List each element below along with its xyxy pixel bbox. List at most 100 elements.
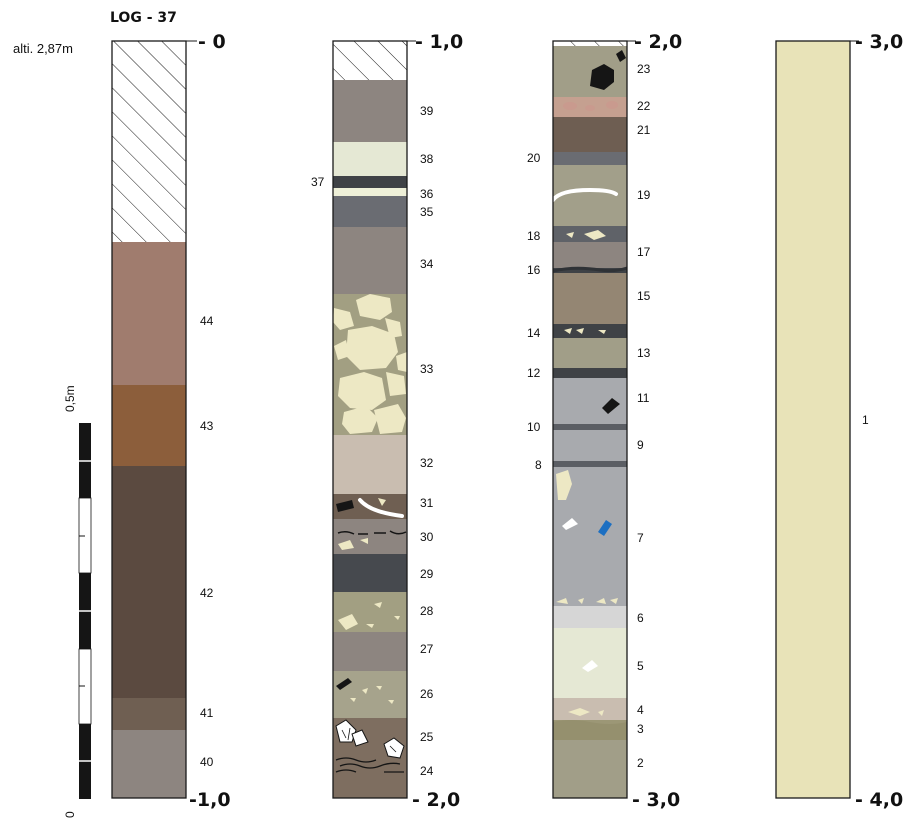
layer-label: 37 xyxy=(311,175,325,189)
clasts-layer-31 xyxy=(336,498,404,518)
clasts-layer-22 xyxy=(563,101,618,111)
layer-12 xyxy=(553,368,627,378)
scale-segment xyxy=(79,423,91,461)
layer-label: 8 xyxy=(535,458,542,472)
layer-label: 40 xyxy=(200,755,214,769)
layer-label: 17 xyxy=(637,245,651,259)
layer-36 xyxy=(333,188,407,196)
clasts-layer-18 xyxy=(566,230,606,240)
clasts-layer-4 xyxy=(568,708,604,716)
clasts-layer-7 xyxy=(556,470,618,604)
layer-label: 32 xyxy=(420,456,434,470)
layer-label: 35 xyxy=(420,205,434,219)
layer-44 xyxy=(112,242,186,385)
layer-label: 30 xyxy=(420,530,434,544)
layer-37 xyxy=(333,176,407,188)
layer-41 xyxy=(112,698,186,730)
layer-10 xyxy=(553,424,627,430)
layer-hatched xyxy=(553,41,627,46)
layer-label: 23 xyxy=(637,62,651,76)
dashes-layer-30 xyxy=(337,530,407,550)
layer-label: 9 xyxy=(637,438,644,452)
layer-17 xyxy=(553,242,627,268)
clasts-layer-33 xyxy=(333,294,407,434)
layer-label: 13 xyxy=(637,346,651,360)
layer-label: 12 xyxy=(527,366,541,380)
layer-1 xyxy=(776,41,850,798)
layer-13 xyxy=(553,338,627,368)
log-title: LOG - 37 xyxy=(110,10,177,26)
layer-label: 34 xyxy=(420,257,434,271)
layer-label: 24 xyxy=(420,764,434,778)
clast-layer-11 xyxy=(602,398,620,414)
layer-4 xyxy=(553,698,627,720)
layer-8 xyxy=(553,461,627,467)
layer-hatched xyxy=(333,41,407,80)
layer-14 xyxy=(553,324,627,338)
clasts-layer-25 xyxy=(335,719,405,759)
scale-label-bottom: 0 xyxy=(63,811,77,818)
scale-segment xyxy=(79,611,91,649)
layer-label: 10 xyxy=(527,420,541,434)
clasts-layer-14 xyxy=(564,328,606,334)
layer-6 xyxy=(553,606,627,628)
layer-label: 33 xyxy=(420,362,434,376)
scale-bar: 0,5m 0 xyxy=(63,385,92,818)
wavy-layer-3 xyxy=(553,720,627,740)
layer-35 xyxy=(333,196,407,227)
column-4: - 3,0 - 4,0 1 xyxy=(775,31,903,811)
layer-39 xyxy=(333,80,407,142)
layer-label: 7 xyxy=(637,531,644,545)
layer-label: 26 xyxy=(420,687,434,701)
layer-34 xyxy=(333,227,407,294)
layer-label: 3 xyxy=(637,722,644,736)
layer-label: 38 xyxy=(420,152,434,166)
column-outline xyxy=(332,40,408,799)
layer-32 xyxy=(333,435,407,494)
white-lens-layer-19 xyxy=(551,187,618,202)
layer-hatched xyxy=(112,41,186,242)
layer-label: 31 xyxy=(420,496,434,510)
layer-16 xyxy=(553,268,627,273)
depth-bottom-col2: - 2,0 xyxy=(412,789,460,811)
column-outline xyxy=(111,40,187,799)
layer-label: 4 xyxy=(637,703,644,717)
layer-26 xyxy=(333,671,407,718)
layer-label: 42 xyxy=(200,586,214,600)
layer-24 xyxy=(333,754,407,798)
layer-15 xyxy=(553,273,627,324)
layer-label: 18 xyxy=(527,229,541,243)
layer-label: 29 xyxy=(420,567,434,581)
layer-label: 20 xyxy=(527,151,541,165)
column-outline xyxy=(552,40,628,799)
layer-label: 36 xyxy=(420,187,434,201)
layer-21 xyxy=(553,117,627,152)
column-2: - 1,0 - 2,0 39 38 37 36 35 34 33 32 31 3… xyxy=(311,31,463,811)
layer-label: 39 xyxy=(420,104,434,118)
layer-label: 14 xyxy=(527,326,541,340)
layer-label: 19 xyxy=(637,188,651,202)
layer-label: 6 xyxy=(637,611,644,625)
depth-top-col2: - 1,0 xyxy=(415,31,463,53)
layer-label: 11 xyxy=(637,391,650,405)
layer-label: 1 xyxy=(862,413,869,427)
layer-label: 41 xyxy=(200,706,214,720)
column-3: - 2,0 - 3,0 23 22 21 20 19 18 17 16 15 1… xyxy=(527,31,682,811)
depth-top-col3: - 2,0 xyxy=(634,31,682,53)
dark-line-layer-16 xyxy=(552,266,628,273)
layer-label: 21 xyxy=(637,123,651,137)
clasts-layer-23 xyxy=(590,50,626,90)
dashes-layer-24 xyxy=(335,757,404,773)
layer-29 xyxy=(333,554,407,592)
column-1: - 0 -1,0 44 43 42 41 40 xyxy=(111,31,231,811)
layer-9 xyxy=(553,430,627,461)
depth-bottom-col1: -1,0 xyxy=(189,789,231,811)
layer-20 xyxy=(553,152,627,165)
layer-38 xyxy=(333,142,407,176)
layer-23 xyxy=(553,46,627,97)
layer-label: 43 xyxy=(200,419,214,433)
depth-bottom-col4: - 4,0 xyxy=(855,789,903,811)
layer-label: 28 xyxy=(420,604,434,618)
altitude-label: alti. 2,87m xyxy=(13,41,73,56)
